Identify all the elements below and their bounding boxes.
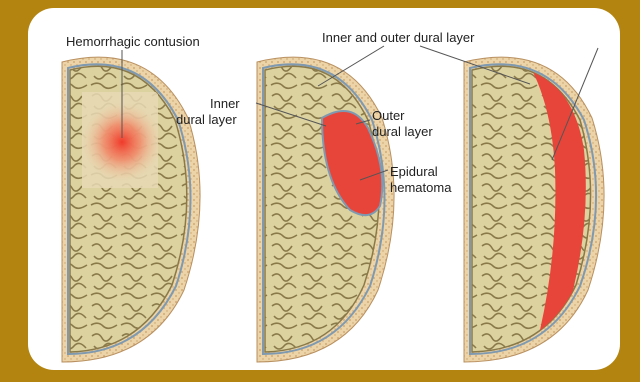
- label-hemorrhagic-contusion: Hemorrhagic contusion: [66, 34, 200, 49]
- label-inner-dural-2: dural layer: [176, 112, 237, 127]
- label-outer-dural-1: Outer: [372, 108, 405, 123]
- middle-hemisphere: [256, 57, 394, 362]
- label-outer-dural-2: dural layer: [372, 124, 433, 139]
- label-inner-dural-1: Inner: [210, 96, 240, 111]
- right-hemisphere: [464, 48, 604, 362]
- label-inner-outer-dural: Inner and outer dural layer: [322, 30, 474, 45]
- label-epidural-2: hematoma: [390, 180, 451, 195]
- left-hemisphere: [62, 50, 200, 362]
- label-epidural-1: Epidural: [390, 164, 438, 179]
